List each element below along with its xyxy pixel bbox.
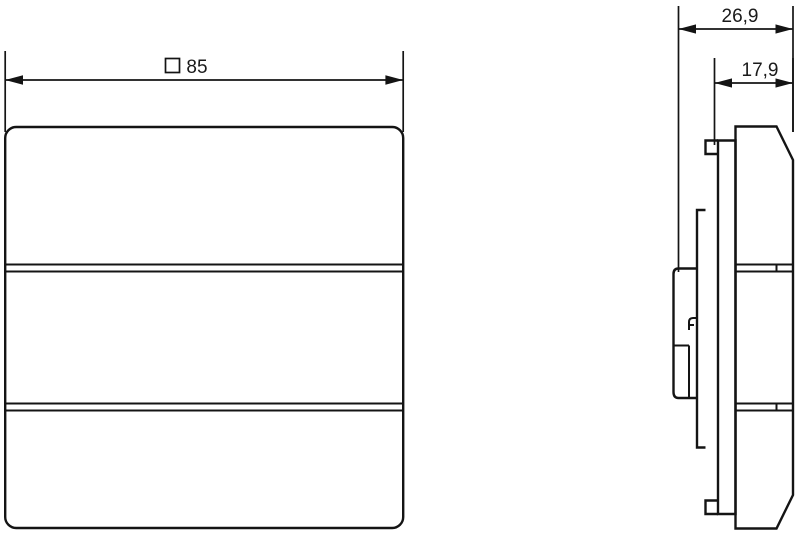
- side-view: [672, 125, 795, 530]
- dimension-depth-17-9: [713, 58, 794, 145]
- side-view-clip-detail: [688, 317, 697, 330]
- arrowhead-26-9-left: [678, 24, 696, 34]
- dimension-square-85: [4, 51, 405, 132]
- front-view: [3, 125, 405, 530]
- dim-label-26-9: 26,9: [722, 6, 759, 27]
- square-symbol-icon: [164, 57, 181, 74]
- side-view-lower-step: [704, 499, 718, 516]
- arrowhead-17-9-right: [775, 78, 793, 88]
- arrowhead-right: [385, 75, 404, 85]
- arrowhead-26-9-right: [775, 24, 793, 34]
- side-view-mounting-frame: [695, 208, 706, 449]
- arrowhead-17-9-left: [714, 78, 732, 88]
- side-view-rear-boss: [672, 267, 697, 400]
- side-view-front-plate: [734, 125, 795, 530]
- arrowhead-left: [5, 75, 23, 85]
- dim-label-17-9: 17,9: [742, 60, 779, 81]
- front-view-outline: [3, 125, 405, 530]
- dim-label-square-85: 85: [186, 57, 207, 78]
- side-view-mid-body: [716, 139, 737, 516]
- side-view-upper-step: [704, 139, 718, 156]
